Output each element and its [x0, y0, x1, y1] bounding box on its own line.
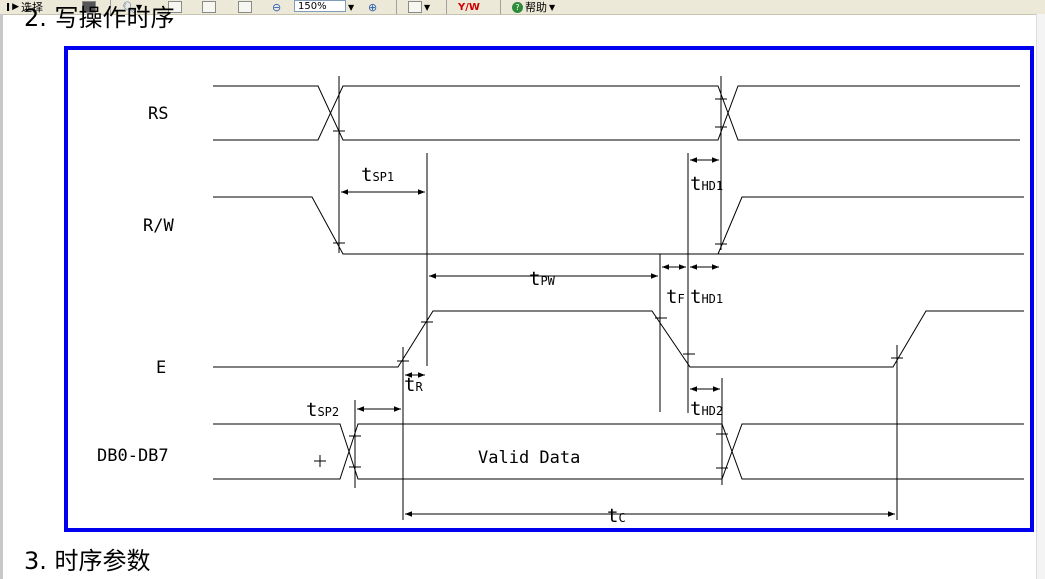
timing-label-tr: tR [404, 374, 423, 396]
zoom-in-button[interactable]: ⊕ [368, 0, 377, 14]
toolbar-separator [500, 0, 501, 14]
export-icon: Y/W [458, 1, 480, 13]
fit-page-button[interactable] [202, 0, 216, 14]
signal-label-e: E [156, 358, 166, 378]
camera-icon [82, 1, 96, 13]
zoom-in-icon: ⊕ [368, 0, 378, 14]
snapshot-button[interactable] [82, 0, 96, 14]
timing-label-tf: tF [666, 286, 685, 308]
magnifier-icon: 🔍︎ [122, 0, 136, 14]
help-label: 帮助 [525, 1, 547, 14]
chevron-down-icon: ▼ [549, 2, 556, 12]
toolbar-separator [396, 0, 397, 14]
page-view-button[interactable]: ▼ [408, 0, 430, 14]
fit-page-icon [202, 1, 216, 13]
export-button[interactable]: Y/W [458, 0, 480, 14]
fit-width-button[interactable] [238, 0, 252, 14]
zoom-dropdown-button[interactable]: ▼ [348, 0, 354, 14]
rw-waveform [213, 196, 1024, 255]
select-tool-button[interactable]: I ▶ 选择 [6, 0, 44, 15]
help-button[interactable]: ? 帮助 ▼ [512, 0, 555, 14]
diagram-frame [64, 46, 1034, 532]
zoom-tool-button[interactable]: 🔍︎ ▼ [122, 0, 142, 14]
toolbar-separator [446, 0, 447, 14]
timing-label-thd1-mid: tHD1 [690, 286, 723, 308]
timing-label-tpw: tPW [529, 268, 556, 290]
fit-width-icon [238, 1, 252, 13]
db-waveform [213, 423, 1024, 480]
help-icon: ? [512, 1, 523, 13]
chevron-down-icon: ▼ [348, 2, 355, 12]
zoom-out-button[interactable]: ⊖ [272, 0, 281, 14]
chevron-down-icon: ▼ [424, 2, 431, 12]
text-cursor-icon: I [6, 0, 11, 14]
valid-data-label: Valid Data [478, 448, 580, 468]
section-heading-3: 3. 时序参数 [24, 547, 151, 575]
timing-label-thd1-top: tHD1 [690, 173, 723, 195]
timing-label-thd2: tHD2 [690, 398, 723, 420]
e-waveform [213, 310, 1024, 368]
toolbar-separator [110, 0, 111, 14]
rs-waveform [213, 85, 1020, 141]
vertical-scrollbar[interactable] [1036, 14, 1045, 579]
signal-label-rs: RS [148, 104, 168, 124]
section-heading-2: 2. 写操作时序 [24, 4, 175, 32]
tick-marks [314, 98, 903, 469]
timing-label-tc: tC [607, 505, 626, 527]
timing-label-tsp2: tSP2 [306, 399, 339, 421]
signal-label-db: DB0-DB7 [97, 446, 169, 466]
signal-label-rw: R/W [143, 216, 174, 236]
select-tool-label: 选择 [21, 1, 44, 14]
zoom-level-input[interactable]: 150% [294, 0, 346, 12]
timing-label-tsp1: tSP1 [361, 164, 394, 186]
actual-size-button[interactable] [168, 0, 182, 14]
page-icon [168, 1, 182, 13]
chevron-down-icon: ▼ [135, 2, 143, 12]
zoom-out-icon: ⊖ [272, 0, 282, 14]
left-edge-bar [0, 14, 3, 579]
arrow-icon: ▶ [12, 2, 20, 12]
page-view-icon [408, 1, 422, 13]
toolbar: I ▶ 选择 🔍︎ ▼ ⊖ 150% ▼ ⊕ ▼ Y/W ? 帮助 ▼ [0, 0, 1045, 15]
